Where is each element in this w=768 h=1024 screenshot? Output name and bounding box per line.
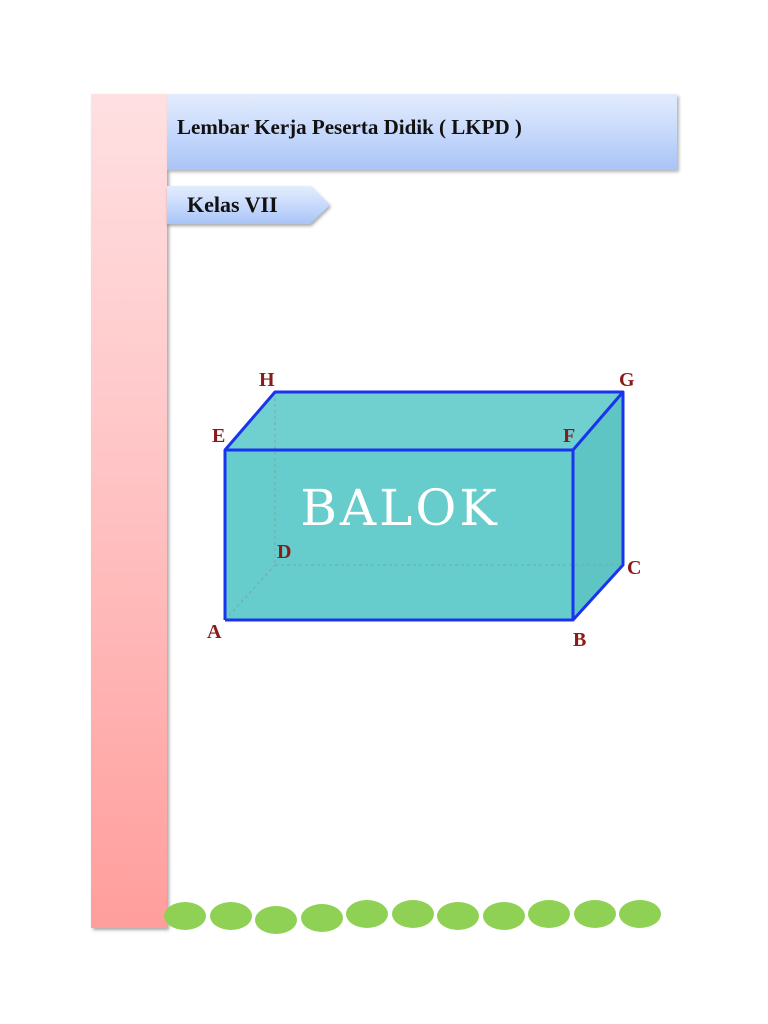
decorative-dot bbox=[346, 900, 388, 928]
cuboid-top-face bbox=[225, 392, 623, 450]
class-tab-shape bbox=[167, 186, 330, 224]
vertex-label-b: B bbox=[573, 629, 586, 651]
decorative-dots-row bbox=[164, 898, 674, 938]
vertex-label-f: F bbox=[563, 425, 575, 447]
decorative-dot bbox=[437, 902, 479, 930]
side-bar bbox=[91, 94, 167, 928]
decorative-dot bbox=[300, 904, 343, 932]
decorative-dot bbox=[528, 900, 570, 928]
cuboid-right-face bbox=[573, 392, 623, 620]
cuboid-edge-fg bbox=[571, 391, 625, 451]
decorative-dot bbox=[255, 906, 297, 934]
decorative-dot bbox=[164, 902, 206, 930]
vertex-label-d: D bbox=[277, 541, 291, 563]
vertex-label-h: H bbox=[259, 369, 275, 391]
decorative-dot bbox=[209, 902, 252, 930]
class-tab: Kelas VII bbox=[167, 186, 330, 224]
vertex-label-g: G bbox=[619, 369, 635, 391]
decorative-dot bbox=[573, 900, 616, 928]
decorative-dot bbox=[482, 902, 525, 930]
cuboid-front-face bbox=[225, 450, 573, 620]
class-label: Kelas VII bbox=[187, 192, 278, 217]
page-title: Lembar Kerja Peserta Didik ( LKPD ) bbox=[177, 114, 522, 139]
decorative-dot bbox=[619, 900, 661, 928]
hidden-edge-ad bbox=[224, 564, 276, 621]
cuboid-figure: BALOK H G E F D C A B bbox=[195, 360, 665, 660]
vertex-label-a: A bbox=[207, 621, 222, 643]
header-banner: Lembar Kerja Peserta Didik ( LKPD ) bbox=[167, 94, 677, 170]
vertex-label-c: C bbox=[627, 557, 641, 579]
cuboid-title: BALOK bbox=[300, 479, 499, 537]
cuboid-diagram: BALOK H G E F D C A B bbox=[207, 369, 641, 651]
vertex-label-e: E bbox=[212, 425, 225, 447]
decorative-dot bbox=[391, 900, 434, 928]
